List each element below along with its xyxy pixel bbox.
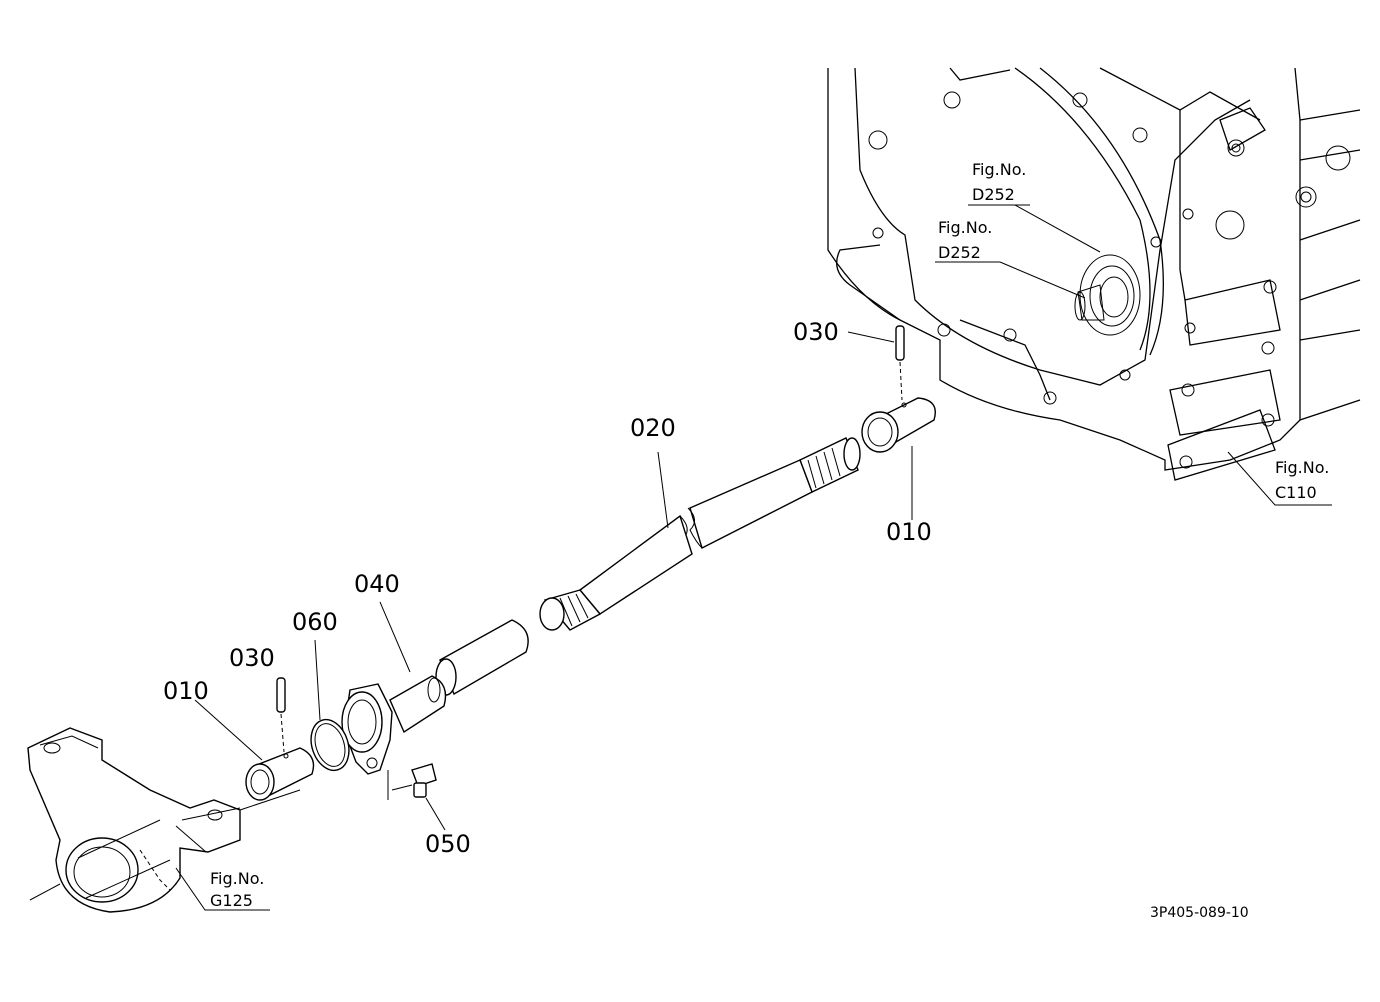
fig-ref-d252-upper-label: Fig.No. bbox=[972, 160, 1026, 179]
p020-leader bbox=[657, 451, 669, 529]
p040-leader bbox=[379, 601, 411, 673]
callout-020: 020 bbox=[630, 414, 676, 442]
callout-050: 050 bbox=[425, 830, 471, 858]
g125-leader bbox=[175, 867, 270, 911]
callout-030-right: 030 bbox=[793, 318, 839, 346]
callout-010-left: 010 bbox=[163, 677, 209, 705]
fig-ref-g125-code: G125 bbox=[210, 891, 253, 910]
bushing-010-left bbox=[245, 747, 315, 801]
transmission-housing bbox=[827, 67, 1361, 481]
fig-ref-c110-label: Fig.No. bbox=[1275, 458, 1329, 477]
callout-010-right: 010 bbox=[886, 518, 932, 546]
callout-030-left: 030 bbox=[229, 644, 275, 672]
d252-upper-leader bbox=[1014, 204, 1101, 253]
fig-ref-d252-lower-code: D252 bbox=[938, 243, 981, 262]
bushing-010-right bbox=[861, 397, 936, 453]
pin-030-right bbox=[895, 325, 905, 361]
shaft-020 bbox=[539, 437, 861, 631]
p060-leader bbox=[314, 639, 321, 721]
fig-ref-c110-code: C110 bbox=[1275, 483, 1317, 502]
bolt-050 bbox=[411, 763, 437, 798]
p010-left-leader bbox=[194, 699, 263, 761]
document-id: 3P405-089-10 bbox=[1150, 905, 1249, 921]
callout-060: 060 bbox=[292, 608, 338, 636]
fig-ref-d252-upper-code: D252 bbox=[972, 185, 1015, 204]
callout-040: 040 bbox=[354, 570, 400, 598]
fig-ref-g125-label: Fig.No. bbox=[210, 869, 264, 888]
p030-right-leader bbox=[847, 331, 895, 343]
c110-leader bbox=[1227, 451, 1332, 506]
p050-leader bbox=[425, 797, 446, 831]
oring-060 bbox=[310, 718, 350, 772]
front-axle-bracket bbox=[27, 727, 301, 913]
sleeve bbox=[435, 619, 529, 696]
fig-ref-d252-lower-label: Fig.No. bbox=[938, 218, 992, 237]
pin-030-left bbox=[276, 677, 286, 713]
d252-lower-leader bbox=[999, 261, 1086, 299]
